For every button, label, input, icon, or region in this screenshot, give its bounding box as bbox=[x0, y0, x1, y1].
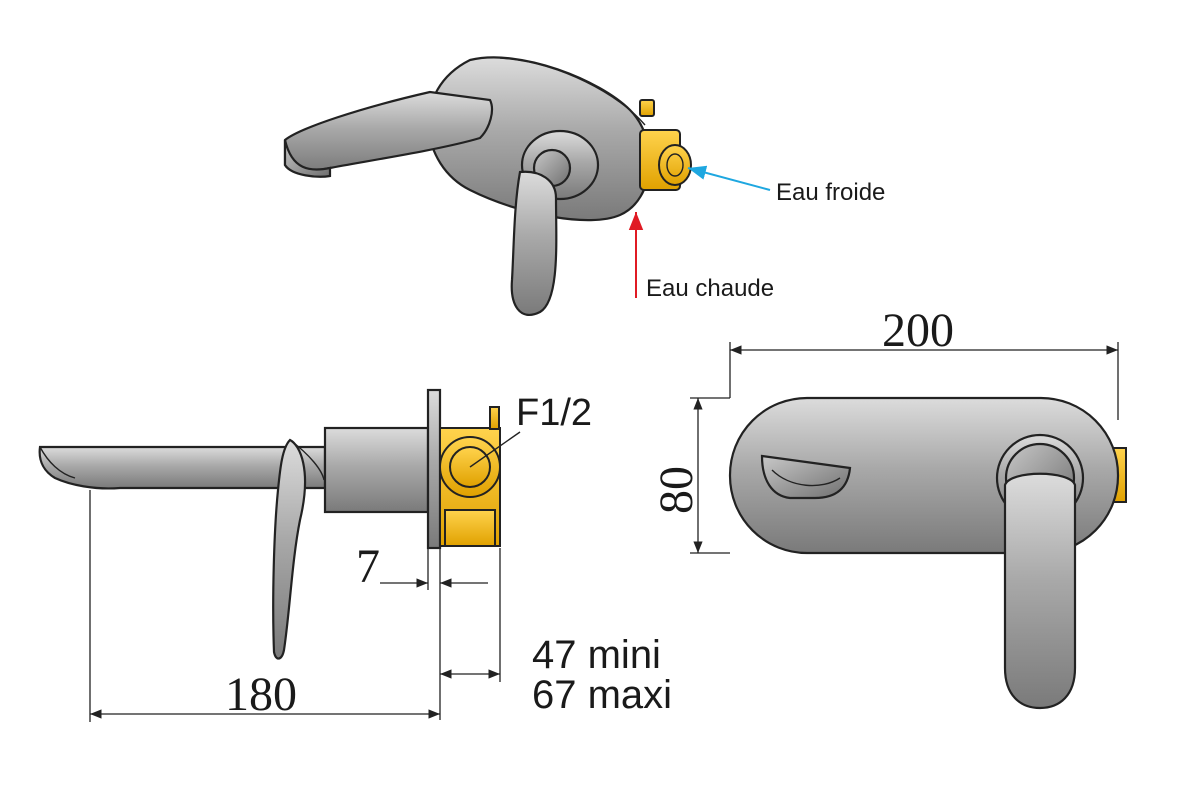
front-spout-outlet bbox=[760, 454, 852, 500]
side-lever bbox=[272, 438, 307, 660]
plate-thickness-dimension: 7 bbox=[356, 540, 380, 593]
width-dimension: 200 bbox=[882, 304, 954, 357]
iso-spout-tip bbox=[283, 139, 332, 178]
isometric-view: Eau froide Eau chaude bbox=[283, 56, 885, 316]
hot-water-label: Eau chaude bbox=[646, 275, 774, 302]
side-cartridge-cover bbox=[323, 426, 430, 514]
iso-cold-inlet bbox=[658, 144, 692, 186]
spout-length-dimension: 180 bbox=[225, 668, 297, 721]
height-dimension: 80 bbox=[650, 466, 703, 514]
iso-lever bbox=[510, 170, 558, 316]
side-spout bbox=[38, 445, 327, 490]
front-view: 200 80 bbox=[650, 304, 1127, 710]
front-lever bbox=[1003, 472, 1077, 710]
cold-water-label: Eau froide bbox=[776, 179, 885, 206]
depth-max-dimension: 67 maxi bbox=[532, 673, 672, 717]
depth-min-dimension: 47 mini bbox=[532, 633, 661, 677]
side-wall-plate bbox=[426, 388, 442, 550]
thread-size-label: F1/2 bbox=[516, 392, 592, 434]
cold-water-arrow bbox=[687, 165, 771, 191]
side-view: F1/2 7 47 mini 67 maxi 180 bbox=[38, 388, 672, 722]
iso-plate-edge bbox=[499, 57, 646, 126]
